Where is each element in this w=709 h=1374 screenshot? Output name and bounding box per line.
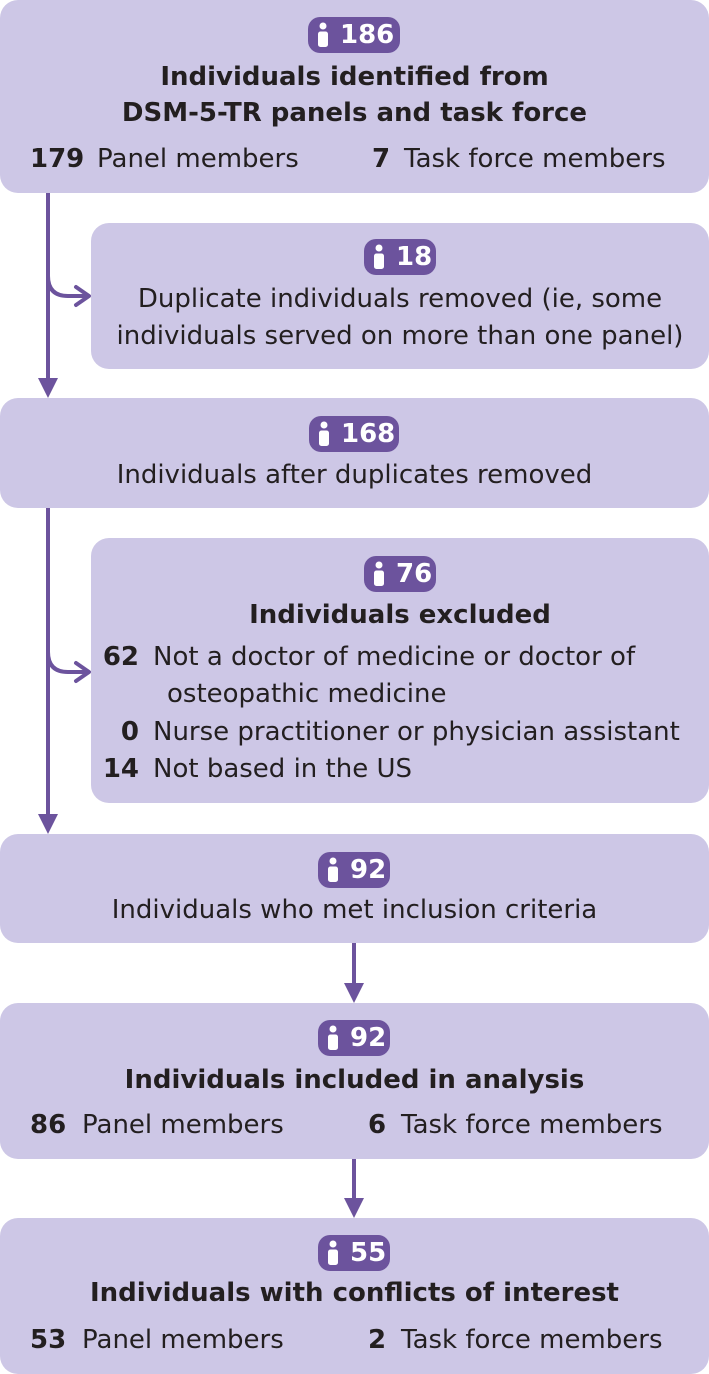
breakdown-label: Panel members (82, 1325, 284, 1355)
count-value: 55 (350, 1238, 387, 1268)
breakdown-number: 53 (30, 1325, 67, 1355)
count-value: 92 (350, 1023, 387, 1053)
breakdown-number: 6 (368, 1110, 387, 1140)
branch-arrow-duplicates (74, 285, 91, 307)
node-text-line: Individuals after duplicates removed (116, 460, 593, 490)
count-value: 92 (350, 855, 387, 885)
breakdown-label: Task force members (401, 1325, 663, 1355)
node-text-line: individuals served on more than one pane… (116, 321, 684, 351)
count-badge: 76 (364, 556, 436, 592)
arrowhead-included (344, 983, 364, 1003)
node-title: Individuals with conflicts of interest (89, 1278, 619, 1308)
reason-label: Not based in the US (153, 754, 412, 784)
node-excluded: 76 Individuals excluded 62 Not a doctor … (91, 538, 709, 803)
branch-arrow-excluded (74, 661, 91, 683)
reason-number: 14 (102, 754, 139, 784)
breakdown-label: Panel members (82, 1110, 284, 1140)
person-icon (374, 244, 384, 269)
node-after-duplicates: 168 Individuals after duplicates removed (0, 398, 709, 508)
breakdown-number: 86 (30, 1110, 67, 1140)
person-icon (328, 1025, 338, 1050)
node-title: Individuals excluded (249, 600, 551, 630)
person-icon (319, 421, 329, 446)
person-icon (318, 22, 328, 47)
node-text-line: Duplicate individuals removed (ie, some (137, 284, 663, 314)
count-value: 186 (340, 20, 395, 50)
node-met-criteria: 92 Individuals who met inclusion criteri… (0, 834, 709, 943)
arrowhead-conflicts (344, 1198, 364, 1218)
person-icon (328, 1240, 338, 1265)
arrowhead-met-criteria (38, 814, 58, 834)
breakdown-label: Task force members (401, 1110, 663, 1140)
count-badge: 18 (364, 239, 436, 275)
node-conflicts: 55 Individuals with conflicts of interes… (0, 1218, 709, 1374)
arrowhead-after-duplicates (38, 378, 58, 398)
breakdown-label: Task force members (404, 144, 666, 174)
branch-line-excluded (46, 650, 86, 674)
count-badge: 92 (318, 852, 390, 888)
count-badge: 168 (309, 416, 399, 452)
reason-number: 0 (120, 717, 139, 747)
reason-label-continued: osteopathic medicine (167, 679, 447, 709)
count-value: 76 (396, 559, 433, 589)
breakdown-number: 7 (372, 144, 391, 174)
person-icon (374, 561, 384, 586)
reason-label: Not a doctor of medicine or doctor of (153, 642, 636, 672)
count-badge: 186 (308, 17, 400, 53)
count-value: 168 (341, 419, 396, 449)
node-text-line: Individuals who met inclusion criteria (111, 895, 598, 925)
node-duplicates: 18 Duplicate individuals removed (ie, so… (91, 223, 709, 369)
reason-number: 62 (102, 642, 139, 672)
breakdown-number: 179 (30, 144, 85, 174)
node-title-line: Individuals identified from (160, 62, 549, 92)
node-title: Individuals included in analysis (124, 1065, 585, 1095)
count-value: 18 (396, 242, 433, 272)
count-badge: 92 (318, 1020, 390, 1056)
reason-label: Nurse practitioner or physician assistan… (153, 717, 680, 747)
node-identified: 186 Individuals identified from DSM-5-TR… (0, 0, 709, 193)
person-icon (328, 857, 338, 882)
node-included: 92 Individuals included in analysis 86 P… (0, 1003, 709, 1159)
breakdown-number: 2 (368, 1325, 387, 1355)
branch-line-duplicates (46, 274, 86, 298)
count-badge: 55 (318, 1235, 390, 1271)
node-title-line: DSM-5-TR panels and task force (121, 98, 588, 128)
breakdown-label: Panel members (97, 144, 299, 174)
